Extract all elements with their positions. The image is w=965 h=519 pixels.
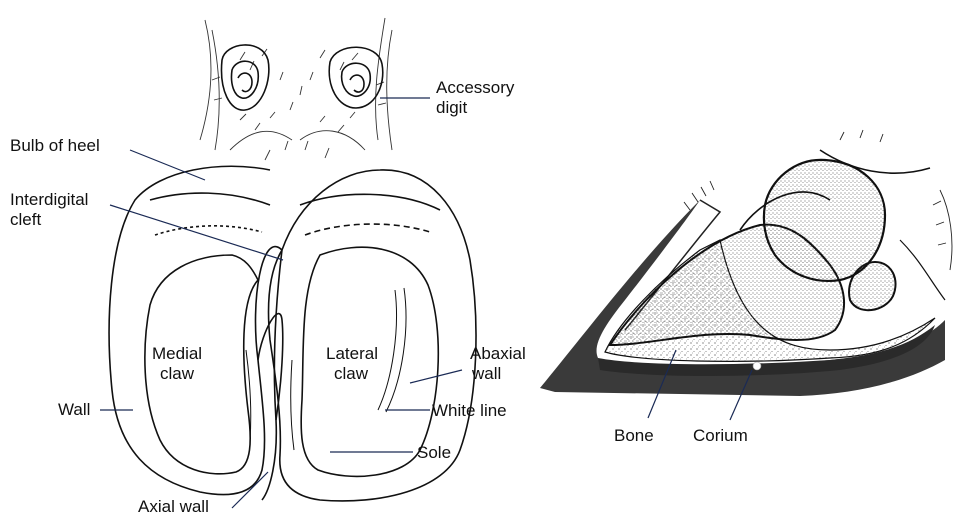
label-lateral-claw-line1: Lateral <box>326 344 378 364</box>
label-bone: Bone <box>614 426 654 446</box>
label-accessory-digit: Accessory digit <box>436 78 514 118</box>
label-axial-wall: Axial wall <box>138 497 209 517</box>
interdigital-cleft <box>262 250 282 500</box>
label-medial-claw-line2: claw <box>152 364 202 384</box>
accessory-digit-right <box>329 47 383 108</box>
label-bulb-of-heel: Bulb of heel <box>10 136 100 156</box>
label-medial-claw-line1: Medial <box>152 344 202 364</box>
label-interdigital-cleft-line2: cleft <box>10 210 88 230</box>
label-sole: Sole <box>417 443 451 463</box>
middle-phalanx <box>764 160 885 281</box>
label-abaxial-wall-line1: Abaxial <box>470 344 526 364</box>
label-lateral-claw-line2: claw <box>326 364 378 384</box>
accessory-digit-left <box>222 45 269 110</box>
label-wall: Wall <box>58 400 90 420</box>
label-corium: Corium <box>693 426 748 446</box>
label-abaxial-wall-line2: wall <box>470 364 526 384</box>
label-interdigital-cleft-line1: Interdigital <box>10 190 88 210</box>
label-accessory-digit-line1: Accessory <box>436 78 514 98</box>
claws-sole-view <box>109 18 476 501</box>
label-lateral-claw: Lateral claw <box>326 344 378 384</box>
label-medial-claw: Medial claw <box>152 344 202 384</box>
label-accessory-digit-line2: digit <box>436 98 514 118</box>
claw-section-view <box>540 130 952 396</box>
label-interdigital-cleft: Interdigital cleft <box>10 190 88 230</box>
medial-claw-wall <box>109 166 282 494</box>
label-white-line: White line <box>432 401 507 421</box>
label-abaxial-wall: Abaxial wall <box>470 344 526 384</box>
